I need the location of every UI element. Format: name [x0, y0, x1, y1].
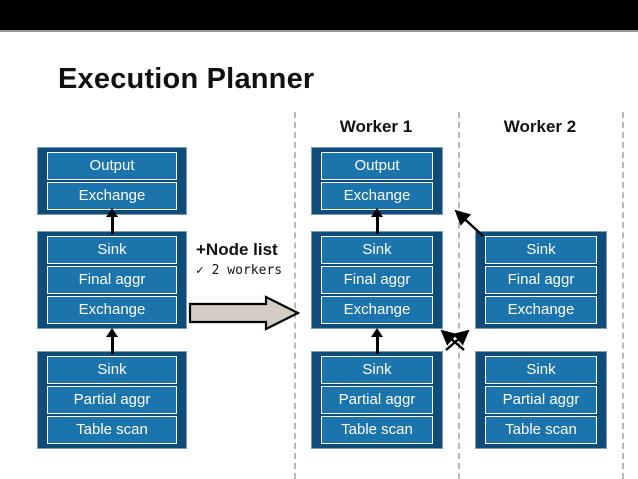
plan-cell: Output [47, 152, 177, 180]
plan-cell: Exchange [47, 182, 177, 210]
worker2-partial-group: Sink Partial aggr Table scan [476, 352, 606, 448]
plan-cell: Final aggr [321, 266, 433, 294]
worker-divider-left [294, 112, 296, 479]
logical-partial-group: Sink Partial aggr Table scan [38, 352, 186, 448]
logical-output-group: Output Exchange [38, 148, 186, 214]
up-arrow-icon [106, 208, 119, 234]
top-bar-rule [0, 30, 638, 32]
plan-cell: Sink [321, 356, 433, 384]
plan-cell: Exchange [321, 296, 433, 324]
top-black-bar [0, 0, 638, 30]
plan-cell: Sink [321, 236, 433, 264]
plan-cell: Table scan [485, 416, 597, 444]
up-arrow-icon [106, 328, 119, 354]
plan-cell: Exchange [47, 296, 177, 324]
worker-divider-right [622, 112, 624, 479]
workers-count-annotation: ✓ 2 workers [196, 263, 283, 278]
shuffle-cross-arrows-icon [436, 326, 486, 356]
worker2-final-group: Sink Final aggr Exchange [476, 232, 606, 328]
worker-2-label: Worker 2 [503, 117, 577, 136]
plan-cell: Table scan [47, 416, 177, 444]
plan-cell: Final aggr [485, 266, 597, 294]
worker1-partial-group: Sink Partial aggr Table scan [312, 352, 442, 448]
worker-divider-middle [458, 112, 460, 479]
up-arrow-icon [371, 328, 384, 354]
plan-cell: Exchange [485, 296, 597, 324]
cross-worker-arrow-icon [450, 206, 490, 242]
logical-final-group: Sink Final aggr Exchange [38, 232, 186, 328]
plan-cell: Sink [47, 236, 177, 264]
plan-cell: Partial aggr [485, 386, 597, 414]
plan-cell: Partial aggr [47, 386, 177, 414]
transform-block-arrow-icon [188, 295, 300, 331]
plan-cell: Final aggr [47, 266, 177, 294]
worker1-output-group: Output Exchange [312, 148, 442, 214]
plan-cell: Sink [485, 236, 597, 264]
worker1-final-group: Sink Final aggr Exchange [312, 232, 442, 328]
worker-1-label: Worker 1 [339, 117, 413, 136]
plan-cell: Table scan [321, 416, 433, 444]
node-list-annotation: +Node list [196, 240, 278, 259]
plan-cell: Sink [47, 356, 177, 384]
up-arrow-icon [371, 208, 384, 234]
plan-cell: Partial aggr [321, 386, 433, 414]
plan-cell: Output [321, 152, 433, 180]
plan-cell: Sink [485, 356, 597, 384]
plan-cell: Exchange [321, 182, 433, 210]
page-title: Execution Planner [58, 63, 315, 95]
